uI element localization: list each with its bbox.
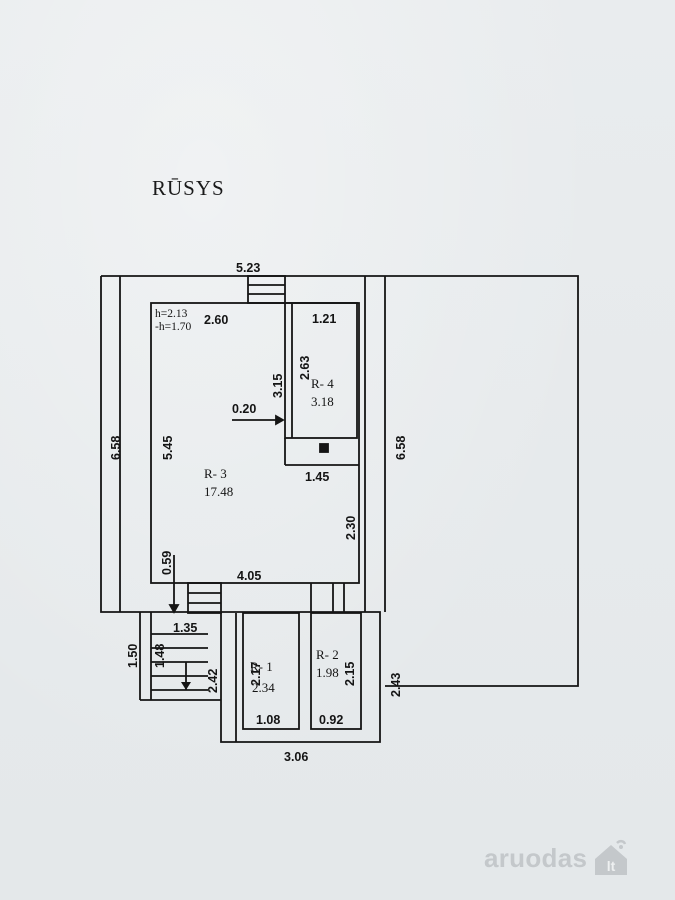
dim-room4-top: 1.21 (312, 312, 336, 326)
dim-top-width: 5.23 (236, 261, 260, 275)
dim-room2-bottom: 0.92 (319, 713, 343, 727)
watermark: aruodas lt (484, 838, 631, 878)
outer-wall-top (101, 275, 579, 687)
room-1-area: 2.34 (252, 680, 275, 695)
room-3-outline (150, 302, 360, 584)
dim-right-height: 6.58 (394, 436, 408, 460)
lower-outline (140, 611, 381, 743)
middle-stair (187, 582, 222, 614)
room-2-label: R- 2 (316, 647, 339, 662)
dim-stair-mid: 2.42 (206, 669, 220, 693)
dim-stair-width: 1.35 (173, 621, 197, 635)
chimney-mark (319, 443, 329, 453)
room-3-height-low: -h=1.70 (155, 321, 191, 333)
dim-room3-top: 2.60 (204, 313, 228, 327)
dim-room3-right: 2.30 (344, 516, 358, 540)
room-1-label: R- 1 (250, 659, 273, 674)
dim-room4-side: 2.63 (298, 356, 312, 380)
dim-room3-sub: 1.45 (305, 470, 329, 484)
dim-room3-left: 5.45 (161, 436, 175, 460)
dim-bottom-width: 3.06 (284, 750, 308, 764)
dim-room3-inner: 0.20 (232, 402, 256, 416)
room-4-label: R- 4 (311, 376, 334, 391)
room-4-area: 3.18 (311, 394, 334, 409)
room-4-outline (284, 302, 358, 439)
room-3-area: 17.48 (204, 484, 233, 499)
home-icon: lt (595, 839, 628, 875)
dim-room2-side: 2.15 (343, 662, 357, 686)
dim-room3-corner: 0.59 (160, 551, 174, 575)
room-2-area: 1.98 (316, 665, 339, 680)
dim-stair-height: 1.48 (153, 644, 167, 668)
dim-right-low: 2.43 (389, 673, 403, 697)
room-1-outline (242, 612, 300, 730)
dim-room3-step: 3.15 (271, 374, 285, 398)
plan-title: RŪSYS (152, 176, 225, 200)
room-2-outline (310, 612, 362, 730)
top-stair (247, 275, 286, 304)
watermark-text: aruodas (484, 842, 588, 873)
dim-room1-bottom: 1.08 (256, 713, 280, 727)
outer-wall-left (100, 276, 140, 613)
dim-stair-outer: 1.50 (126, 644, 140, 668)
room-3-height: h=2.13 (155, 308, 188, 320)
dim-room3-bottom: 4.05 (237, 569, 261, 583)
watermark-suffix: lt (607, 858, 616, 874)
dim-room1-side: 2.17 (249, 662, 263, 686)
dim-left-height: 6.58 (109, 436, 123, 460)
room-3-label: R- 3 (204, 466, 227, 481)
